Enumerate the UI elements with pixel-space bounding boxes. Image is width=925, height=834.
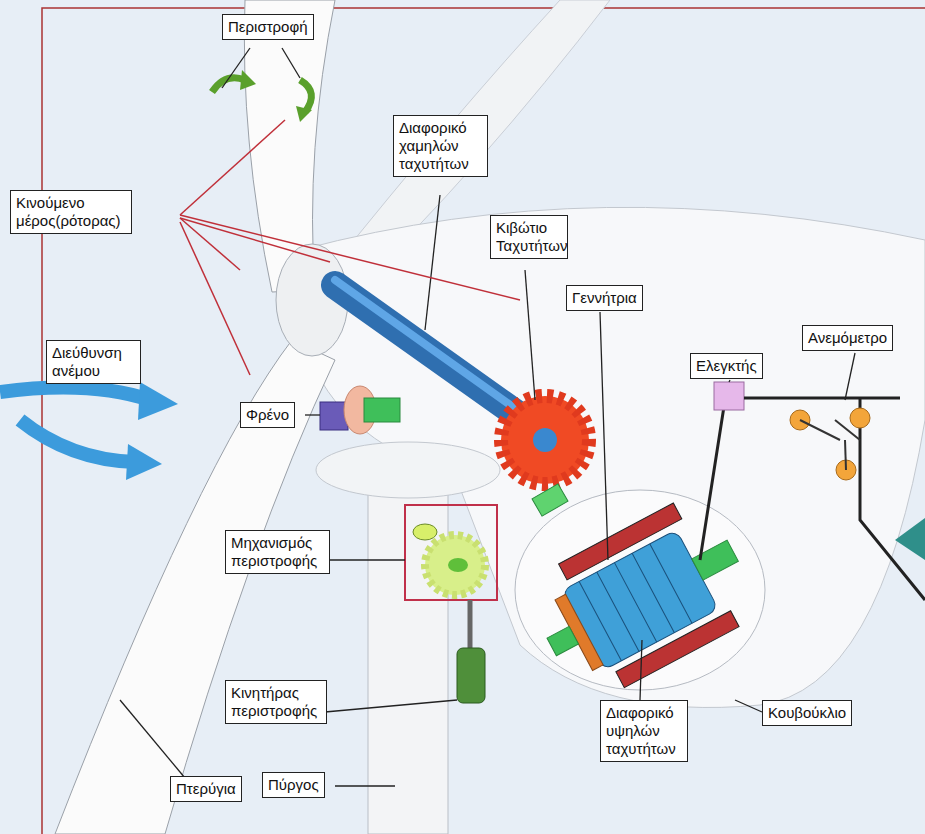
part-label: Φρένο xyxy=(240,402,295,428)
label-text: Ανεμόμετρο xyxy=(808,329,887,347)
label-text: Ελεγκτής xyxy=(696,357,757,375)
part-label: Πύργος xyxy=(262,772,325,798)
part-label: Περιστροφή xyxy=(222,14,314,40)
part-label: Διεύθυνση ανέμου xyxy=(46,340,141,384)
part-label: Κινούμενο μέρος(ρότορας) xyxy=(10,190,132,234)
label-text: Περιστροφή xyxy=(228,18,308,36)
label-text: Κινούμενο μέρος(ρότορας) xyxy=(16,194,126,230)
label-text: Μηχανισμός περιστροφής xyxy=(231,534,324,570)
part-label: Μηχανισμός περιστροφής xyxy=(225,530,330,574)
label-text: Φρένο xyxy=(246,406,289,424)
part-label: Πτερύγια xyxy=(170,776,242,802)
part-label: Γεννήτρια xyxy=(566,285,643,311)
part-label: Κιβώτιο Ταχυτήτων xyxy=(490,215,568,259)
label-text: Διαφορικό χαμηλών ταχυτήτων xyxy=(399,119,482,173)
part-label: Ανεμόμετρο xyxy=(802,325,893,351)
part-label: Διαφορικό υψηλών ταχυτήτων xyxy=(600,700,688,762)
part-label: Κουβούκλιο xyxy=(762,700,852,726)
label-text: Κιβώτιο Ταχυτήτων xyxy=(496,219,562,255)
part-label: Διαφορικό χαμηλών ταχυτήτων xyxy=(393,115,488,177)
label-text: Γεννήτρια xyxy=(572,289,637,307)
label-text: Πτερύγια xyxy=(176,780,236,798)
label-text: Κινητήρας περιστροφής xyxy=(231,684,321,720)
label-text: Διαφορικό υψηλών ταχυτήτων xyxy=(606,704,682,758)
label-text: Κουβούκλιο xyxy=(768,704,846,722)
part-label: Κινητήρας περιστροφής xyxy=(225,680,327,724)
label-text: Πύργος xyxy=(268,776,319,794)
part-label: Ελεγκτής xyxy=(690,353,763,379)
label-text: Διεύθυνση ανέμου xyxy=(52,344,135,380)
